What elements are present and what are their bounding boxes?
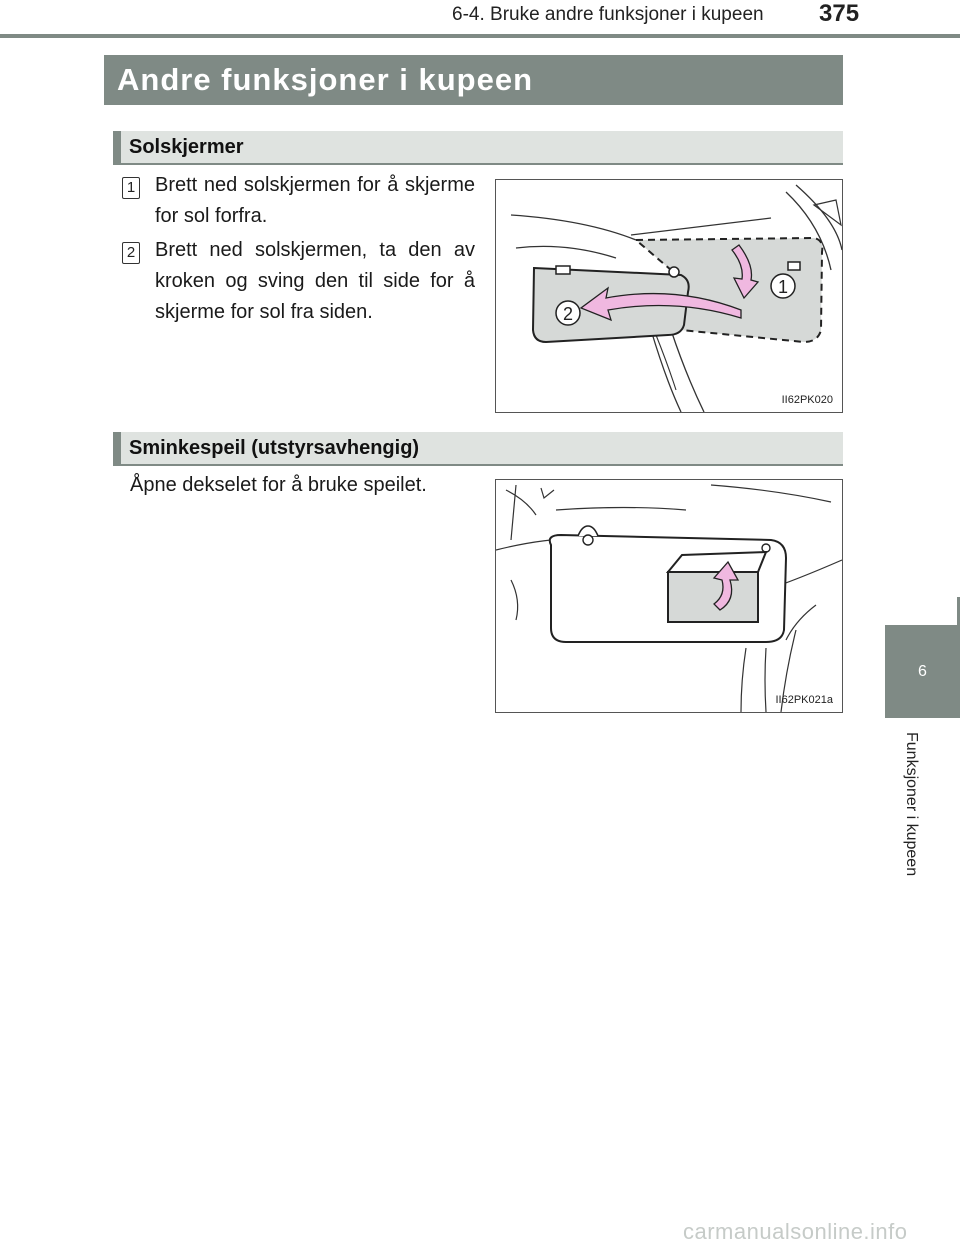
side-tab-tick <box>957 597 960 625</box>
chapter-label: Funksjoner i kupeen <box>903 732 920 877</box>
arrow-fold-down-icon <box>731 244 760 300</box>
page-title: Andre funksjoner i kupeen <box>104 55 843 105</box>
step-text-1: Brett ned solskjermen for å skjerme for … <box>155 174 475 227</box>
mirror-cover <box>665 550 768 573</box>
sun-visor-illustration: 1 2 <box>510 184 843 413</box>
header-rule <box>0 34 960 38</box>
section-heading-solskjermer: Solskjermer <box>113 131 843 165</box>
step-badge-1: 1 <box>122 177 140 199</box>
step-badge-2: 2 <box>122 242 140 264</box>
figure-code: II62PK020 <box>781 394 833 406</box>
callout-2 <box>555 300 581 326</box>
watermark: carmanualsonline.info <box>683 1219 908 1244</box>
figure-code: II62PK021a <box>775 694 834 706</box>
callout-1 <box>770 273 796 299</box>
mirror-instruction: Åpne dekselet for å bruke speilet. <box>130 474 427 496</box>
vanity-mirror <box>667 571 759 623</box>
header-section-title: 6-4. Bruke andre funksjoner i kupeen <box>452 4 764 25</box>
arrow-open-cover-icon <box>712 560 740 611</box>
callout-1-label: 1 <box>778 277 788 297</box>
arrow-swing-side-icon <box>579 286 742 322</box>
step-text-2: Brett ned solskjermen, ta den av kroken … <box>155 239 475 323</box>
page-number: 375 <box>819 0 860 27</box>
chapter-tab: 6 <box>885 625 960 718</box>
figure-sun-visor: 1 2 II62PK020 <box>495 179 843 413</box>
callout-2-label: 2 <box>563 304 573 324</box>
section-heading-sminkespeil: Sminkespeil (utstyrsavhengig) <box>113 432 843 466</box>
figure-vanity-mirror: II62PK021a <box>495 479 843 713</box>
vanity-mirror-illustration <box>495 484 843 713</box>
